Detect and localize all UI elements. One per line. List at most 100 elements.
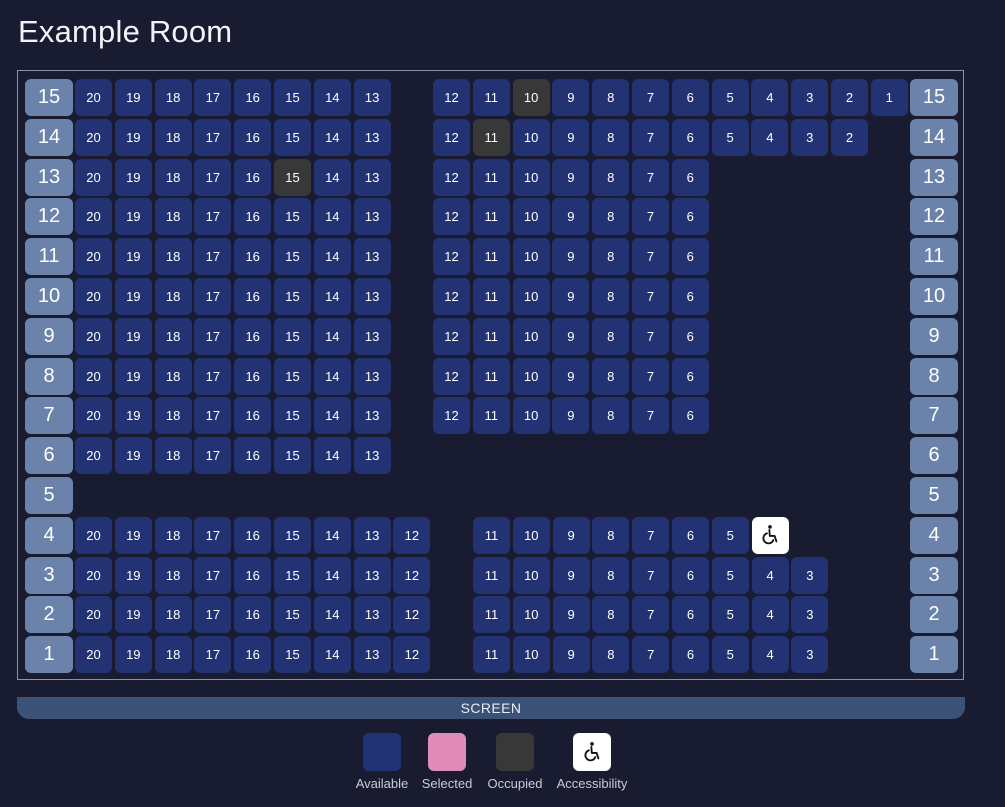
seat[interactable]: 13	[353, 397, 391, 435]
seat[interactable]: 9	[552, 238, 590, 276]
seat[interactable]: 4	[751, 556, 789, 594]
seat[interactable]: 15	[274, 636, 311, 674]
seat[interactable]: 4	[751, 596, 789, 634]
seat[interactable]: 9	[552, 596, 590, 634]
seat[interactable]: 13	[353, 636, 391, 674]
seat[interactable]: 14	[313, 357, 351, 395]
row-label-left[interactable]: 10	[25, 278, 73, 315]
seat[interactable]: 15	[274, 357, 311, 395]
seat[interactable]: 16	[234, 118, 272, 156]
seat[interactable]: 18	[154, 158, 192, 196]
seat[interactable]: 12	[433, 397, 470, 435]
seat[interactable]: 20	[75, 238, 112, 276]
seat[interactable]: 9	[552, 516, 590, 554]
row-label-left[interactable]: 13	[25, 158, 73, 196]
seat[interactable]: 17	[194, 357, 232, 395]
seat[interactable]: 4	[751, 79, 789, 116]
seat[interactable]: 14	[313, 158, 351, 196]
seat[interactable]: 11	[472, 317, 510, 355]
seat[interactable]: 17	[194, 437, 232, 475]
seat[interactable]: 14	[313, 596, 351, 634]
seat[interactable]: 11	[472, 79, 510, 116]
seat[interactable]: 20	[75, 437, 112, 475]
seat[interactable]: 10	[512, 516, 550, 554]
seat[interactable]: 15	[274, 238, 311, 276]
seat[interactable]: 9	[552, 556, 590, 594]
seat[interactable]: 16	[234, 158, 272, 196]
row-label-left[interactable]: 12	[25, 198, 73, 236]
seat[interactable]: 18	[154, 596, 192, 634]
row-label-right[interactable]: 8	[910, 357, 958, 395]
seat[interactable]: 11	[472, 238, 510, 276]
seat[interactable]: 8	[592, 118, 630, 156]
seat[interactable]: 19	[114, 596, 152, 634]
seat[interactable]: 13	[353, 118, 391, 156]
seat[interactable]: 20	[75, 556, 112, 594]
seat[interactable]: 16	[234, 357, 272, 395]
seat[interactable]: 12	[433, 118, 470, 156]
seat[interactable]: 18	[154, 198, 192, 236]
seat[interactable]: 6	[672, 516, 709, 554]
seat[interactable]: 9	[552, 317, 590, 355]
seat[interactable]: 17	[194, 238, 232, 276]
seat[interactable]: 14	[313, 516, 351, 554]
seat[interactable]: 7	[632, 516, 670, 554]
seat[interactable]: 7	[632, 636, 670, 674]
seat[interactable]: 19	[114, 516, 152, 554]
seat[interactable]: 20	[75, 317, 112, 355]
seat[interactable]: 11	[472, 278, 510, 315]
seat[interactable]: 10	[512, 158, 550, 196]
seat[interactable]: 8	[592, 357, 630, 395]
row-label-right[interactable]: 15	[910, 79, 958, 116]
seat[interactable]: 10	[512, 238, 550, 276]
row-label-left[interactable]: 7	[25, 397, 73, 435]
row-label-right[interactable]: 12	[910, 198, 958, 236]
seat[interactable]: 17	[194, 198, 232, 236]
seat[interactable]: 6	[671, 317, 709, 355]
row-label-left[interactable]: 1	[25, 636, 73, 674]
seat[interactable]: 14	[313, 556, 351, 594]
seat[interactable]: 6	[671, 198, 709, 236]
seat[interactable]: 15	[274, 79, 311, 116]
seat[interactable]: 20	[75, 596, 112, 634]
seat[interactable]: 12	[393, 596, 431, 634]
seat[interactable]: 9	[552, 158, 590, 196]
seat[interactable]: 3	[791, 596, 829, 634]
seat[interactable]: 9	[552, 118, 590, 156]
seat[interactable]: 15	[274, 437, 311, 475]
seat[interactable]: 19	[114, 636, 152, 674]
seat[interactable]: 5	[711, 79, 749, 116]
seat[interactable]: 8	[592, 596, 630, 634]
seat[interactable]: 13	[353, 437, 391, 475]
seat[interactable]: 12	[433, 278, 470, 315]
seat[interactable]: 14	[313, 118, 351, 156]
seat[interactable]: 18	[154, 397, 192, 435]
seat[interactable]: 18	[154, 317, 192, 355]
seat[interactable]: 10	[512, 118, 550, 156]
seat[interactable]: 8	[592, 198, 630, 236]
seat[interactable]: 2	[831, 118, 868, 156]
seat[interactable]: 7	[632, 238, 669, 276]
seat[interactable]: 17	[194, 556, 232, 594]
seat[interactable]: 14	[313, 79, 351, 116]
row-label-left[interactable]: 14	[25, 118, 73, 156]
seat[interactable]: 7	[632, 397, 669, 435]
row-label-right[interactable]: 13	[910, 158, 958, 196]
seat[interactable]: 6	[671, 357, 709, 395]
seat[interactable]: 12	[433, 317, 470, 355]
seat[interactable]: 16	[234, 278, 272, 315]
seat[interactable]: 14	[313, 278, 351, 315]
seat[interactable]: 6	[671, 118, 709, 156]
seat[interactable]: 12	[433, 158, 470, 196]
seat[interactable]: 13	[353, 556, 391, 594]
seat[interactable]: 17	[194, 79, 232, 116]
seat[interactable]: 9	[552, 397, 590, 435]
seat[interactable]: 18	[154, 357, 192, 395]
seat[interactable]: 8	[592, 158, 630, 196]
seat[interactable]: 7	[632, 158, 669, 196]
row-label-right[interactable]: 4	[910, 516, 958, 554]
seat[interactable]: 18	[154, 238, 192, 276]
seat[interactable]: 8	[592, 516, 630, 554]
seat[interactable]: 6	[671, 158, 709, 196]
seat[interactable]: 3	[791, 556, 829, 594]
